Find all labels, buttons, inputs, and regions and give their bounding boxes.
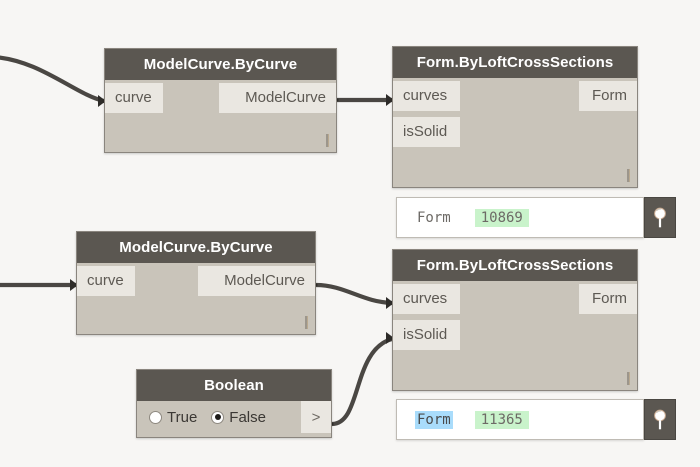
watch-value: 11365 — [474, 410, 529, 429]
port-out-form[interactable]: Form — [579, 81, 637, 111]
pin-icon[interactable] — [644, 197, 676, 238]
port-label: isSolid — [403, 326, 448, 343]
node-form-by-loft-cross-sections-1[interactable]: Form.ByLoftCrossSections curves isSolid … — [392, 46, 638, 188]
node-body[interactable]: curves isSolid Form — [393, 281, 637, 390]
node-title: Form.ByLoftCrossSections — [393, 250, 637, 281]
port-out-form[interactable]: Form — [579, 284, 637, 314]
port-marker-in-form-1-curves — [386, 94, 394, 106]
port-in-curves[interactable]: curves — [393, 284, 460, 314]
wire-model-curve-2-to-form-2 — [313, 282, 395, 306]
node-body[interactable]: curve ModelCurve — [77, 263, 315, 334]
watch-value-box[interactable]: Form 10869 — [396, 197, 644, 238]
port-out-modelcurve[interactable]: ModelCurve — [219, 83, 336, 113]
port-marker-in-model-curve-2 — [70, 279, 78, 291]
pin-glyph — [654, 409, 666, 429]
port-in-curve[interactable]: curve — [77, 266, 135, 296]
port-in-issolid[interactable]: isSolid — [393, 320, 460, 350]
node-model-curve-by-curve-2[interactable]: ModelCurve.ByCurve curve ModelCurve — [76, 231, 316, 335]
wire-incoming-to-model-curve-1 — [0, 55, 107, 104]
pin-glyph — [654, 207, 666, 227]
node-form-by-loft-cross-sections-2[interactable]: Form.ByLoftCrossSections curves isSolid … — [392, 249, 638, 391]
node-resize-handle[interactable] — [326, 134, 329, 147]
port-marker-in-form-2-curves — [386, 297, 394, 309]
port-label: > — [311, 408, 321, 426]
port-label: Form — [592, 87, 627, 104]
port-marker-in-form-2-issolid — [386, 332, 394, 344]
node-title: ModelCurve.ByCurve — [105, 49, 336, 80]
watch-label: Form — [417, 209, 451, 226]
pin-icon[interactable] — [644, 399, 676, 440]
radio-option-false[interactable]: False — [211, 409, 266, 426]
port-marker-in-model-curve-1 — [98, 95, 106, 107]
node-body[interactable]: curve ModelCurve — [105, 80, 336, 152]
boolean-radio-group[interactable]: True False — [137, 401, 301, 433]
port-in-issolid[interactable]: isSolid — [393, 117, 460, 147]
node-title: Form.ByLoftCrossSections — [393, 47, 637, 78]
port-label: curves — [403, 87, 448, 104]
node-body[interactable]: True False > — [137, 401, 331, 433]
port-in-curve[interactable]: curve — [105, 83, 163, 113]
port-label: curves — [403, 290, 448, 307]
radio-option-true[interactable]: True — [149, 409, 197, 426]
port-label: curve — [87, 272, 124, 289]
node-body[interactable]: curves isSolid Form — [393, 78, 637, 187]
radio-button-true-icon[interactable] — [149, 410, 162, 424]
port-out-modelcurve[interactable]: ModelCurve — [198, 266, 315, 296]
watch-label: Form — [415, 410, 453, 429]
node-resize-handle[interactable] — [627, 372, 630, 385]
radio-label-false: False — [229, 408, 266, 426]
port-label: ModelCurve — [245, 89, 326, 106]
port-label: curve — [115, 89, 152, 106]
node-resize-handle[interactable] — [627, 169, 630, 182]
port-label: isSolid — [403, 123, 448, 140]
wire-boolean-to-form-2-issolid — [329, 336, 395, 427]
port-out-boolean[interactable]: > — [301, 401, 331, 433]
watch-node-2[interactable]: Form 11365 — [396, 399, 676, 440]
radio-button-false-icon[interactable] — [211, 410, 225, 424]
node-title: ModelCurve.ByCurve — [77, 232, 315, 263]
port-in-curves[interactable]: curves — [393, 81, 460, 111]
port-label: ModelCurve — [224, 272, 305, 289]
node-title: Boolean — [137, 370, 331, 401]
node-model-curve-by-curve-1[interactable]: ModelCurve.ByCurve curve ModelCurve — [104, 48, 337, 153]
node-boolean[interactable]: Boolean True False > — [136, 369, 332, 438]
watch-value: 10869 — [474, 208, 529, 227]
node-resize-handle[interactable] — [305, 316, 308, 329]
watch-value-box[interactable]: Form 11365 — [396, 399, 644, 440]
radio-label-true: True — [167, 408, 198, 426]
port-label: Form — [592, 290, 627, 307]
watch-node-1[interactable]: Form 10869 — [396, 197, 676, 238]
